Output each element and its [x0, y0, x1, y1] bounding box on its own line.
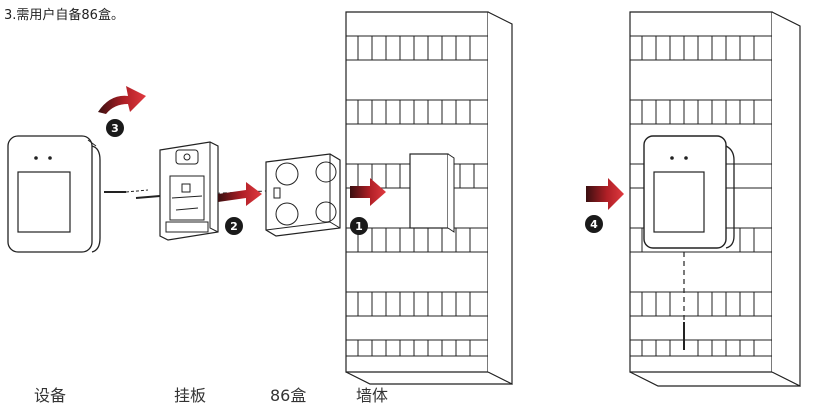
svg-text:1: 1	[355, 220, 363, 233]
step-badge-1: 1	[350, 217, 368, 235]
label-device: 设备	[34, 386, 67, 405]
step-badge-4: 4	[585, 215, 603, 233]
device-illustration	[7, 135, 101, 253]
wall-left	[345, 11, 513, 385]
bracket-illustration	[159, 141, 219, 241]
arrow-step-4	[586, 178, 624, 210]
label-box86: 86盒	[270, 386, 307, 405]
step-badge-3: 3	[106, 119, 124, 137]
svg-text:2: 2	[230, 220, 238, 233]
arrow-step-2	[218, 182, 262, 206]
instruction-note: 3.需用户自备86盒。	[4, 8, 124, 23]
arrow-step-3	[98, 86, 146, 114]
step-badge-2: 2	[225, 217, 243, 235]
box86-illustration	[265, 153, 341, 237]
label-wall: 墙体	[356, 386, 389, 405]
label-bracket: 挂板	[174, 386, 207, 405]
svg-text:4: 4	[590, 218, 598, 231]
svg-text:3: 3	[111, 122, 119, 135]
arrow-step-1	[350, 178, 386, 206]
wall-right	[629, 11, 801, 387]
